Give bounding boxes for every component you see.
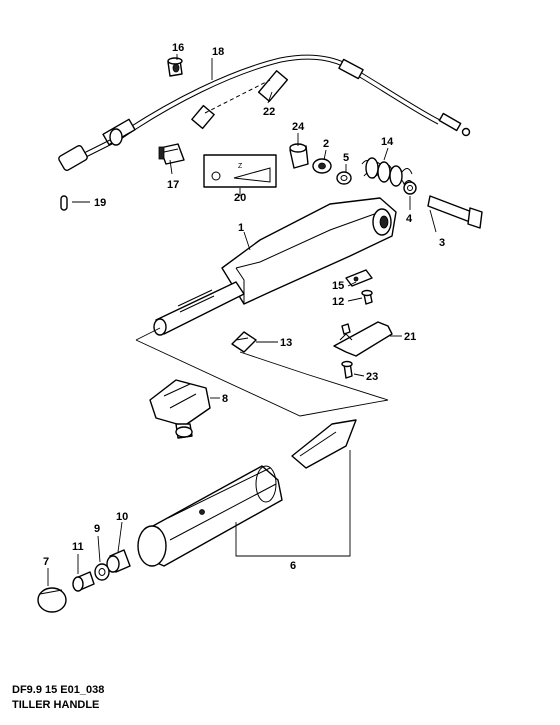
callout-7: 7 <box>43 556 49 568</box>
grip-washer <box>94 563 110 581</box>
svg-text:Ζ: Ζ <box>238 163 243 170</box>
callout-22: 22 <box>263 106 275 118</box>
bolt <box>427 195 483 229</box>
diagram-title: TILLER HANDLE <box>12 699 99 711</box>
callout-21: 21 <box>404 331 416 343</box>
callout-1: 1 <box>238 222 244 234</box>
throttle-guide <box>149 379 211 439</box>
label-plate: Ζ <box>203 154 277 188</box>
grip-sleeve <box>106 549 131 573</box>
diagram-code: DF9.9 15 E01_038 <box>12 684 104 696</box>
stopper-bracket <box>345 269 373 287</box>
callout-14: 14 <box>381 136 394 148</box>
callout-18: 18 <box>212 46 224 58</box>
callout-23: 23 <box>366 371 378 383</box>
callout-24: 24 <box>292 121 305 133</box>
callout-20: 20 <box>234 192 246 204</box>
callout-6: 6 <box>290 560 296 572</box>
callout-12: 12 <box>332 296 344 308</box>
guide-plate <box>231 331 257 353</box>
leader-lines <box>47 54 437 586</box>
callout-10: 10 <box>116 511 128 523</box>
callout-5: 5 <box>343 152 349 164</box>
screw-23 <box>341 360 353 379</box>
callout-11: 11 <box>72 541 84 553</box>
callout-17: 17 <box>167 179 179 191</box>
callout-16: 16 <box>172 42 184 54</box>
collar <box>289 143 309 169</box>
throttle-bracket <box>333 321 393 357</box>
screw-12 <box>361 289 373 305</box>
friction-spring <box>361 157 415 187</box>
end-cap <box>37 587 67 613</box>
cable-clip <box>158 143 185 165</box>
callout-4: 4 <box>406 213 413 225</box>
callout-8: 8 <box>222 393 228 405</box>
washer <box>336 171 352 185</box>
pin <box>60 195 68 211</box>
spring-washer <box>403 181 417 195</box>
callout-19: 19 <box>94 197 106 209</box>
throttle-cable <box>58 54 471 172</box>
callout-9: 9 <box>94 523 100 535</box>
assembly-outline <box>135 327 389 417</box>
callout-15: 15 <box>332 280 344 292</box>
grip-bolt <box>72 571 95 592</box>
tiller-handle-body <box>153 197 397 336</box>
throttle-grip <box>137 419 357 567</box>
bushing <box>312 158 332 174</box>
callouts: 16 18 22 24 2 14 5 17 19 20 4 3 1 15 12 … <box>43 42 445 572</box>
callout-3: 3 <box>439 237 445 249</box>
callout-2: 2 <box>323 138 329 150</box>
grommet <box>167 57 183 77</box>
callout-13: 13 <box>280 337 292 349</box>
